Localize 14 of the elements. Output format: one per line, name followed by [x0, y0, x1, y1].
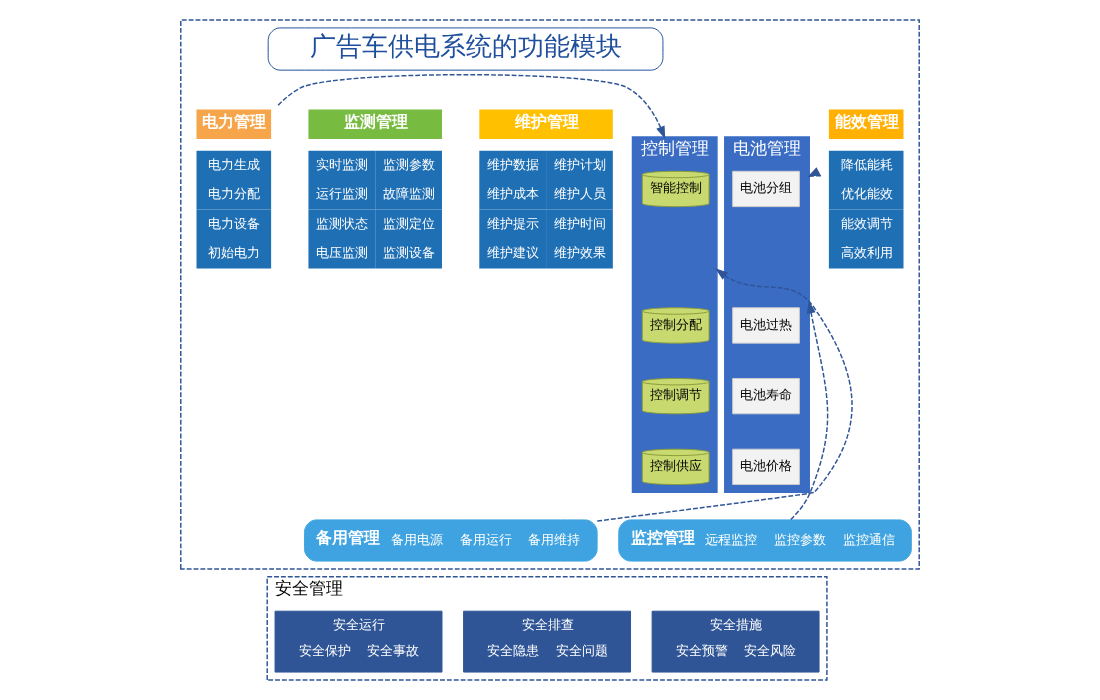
- node-box: 电池分组: [732, 170, 800, 208]
- node-box: 安全排查 安全隐患 安全问题: [463, 610, 631, 673]
- node-box: 监控管理 远程监控 监控参数 监控通信: [618, 519, 912, 562]
- node-box: 电池过热: [732, 307, 800, 344]
- node-box: 安全运行 安全保护 安全事故: [274, 610, 443, 673]
- node-box: 备用管理 备用电源 备用运行 备用维持: [304, 519, 598, 562]
- arrow: [807, 167, 822, 178]
- node-box: 电池价格: [732, 448, 800, 485]
- arrow: [789, 300, 829, 521]
- cluster: [180, 19, 920, 570]
- node-box: 安全措施 安全预警 安全风险: [651, 610, 820, 673]
- node-box: 广告车供电系统的功能模块: [267, 27, 664, 71]
- arrow: [596, 268, 853, 522]
- node-box: 电池寿命: [732, 378, 800, 415]
